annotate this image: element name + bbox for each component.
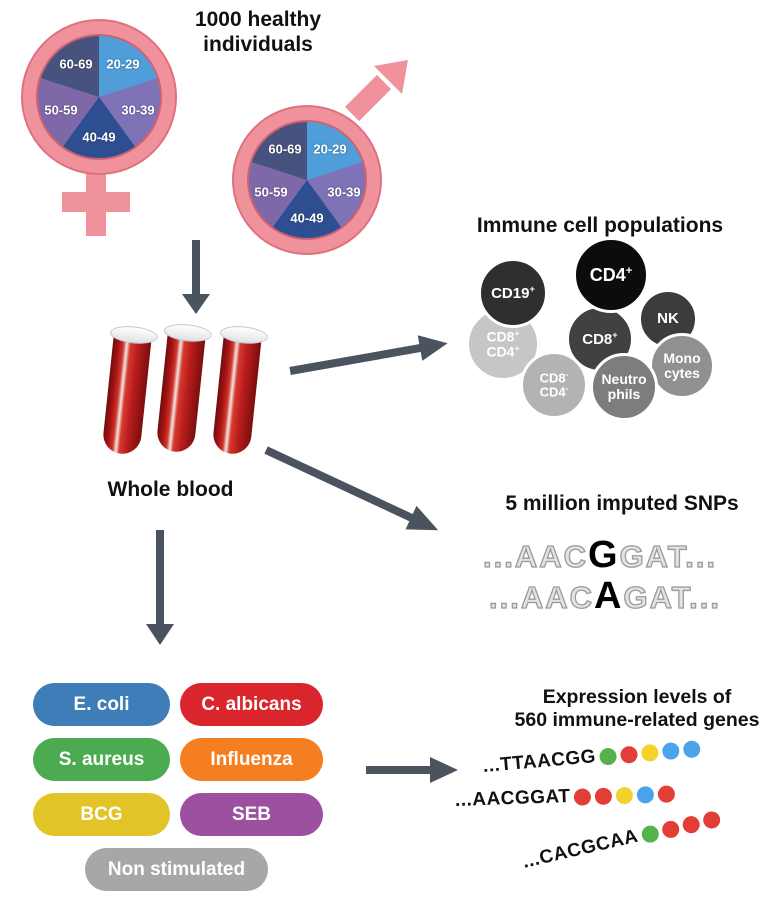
age-label: 50-59	[254, 184, 288, 200]
snp-variant-allele: G	[588, 534, 620, 576]
age-label: 40-49	[82, 129, 116, 145]
arrow-blood-to-cells	[289, 335, 448, 375]
male-age-pie: 20-29 30-39 40-49 50-59 60-69	[247, 120, 367, 240]
age-label: 60-69	[59, 56, 93, 72]
snp-variant-allele: A	[594, 575, 624, 617]
female-symbol-crossbar	[62, 192, 130, 212]
age-label: 20-29	[106, 56, 140, 72]
immune-cells-title: Immune cell populations	[476, 214, 724, 237]
cell-cd4: CD4+	[573, 237, 649, 313]
stimulus-pill-ecoli: E. coli	[33, 683, 170, 726]
whole-blood-label: Whole blood	[107, 478, 234, 501]
expression-dot	[660, 818, 681, 840]
expression-dot	[620, 744, 639, 764]
stimulus-pill-aureus: S. aureus	[33, 738, 170, 781]
expression-dot	[682, 739, 702, 758]
tube-blood	[155, 330, 206, 454]
male-symbol-ring: 20-29 30-39 40-49 50-59 60-69	[232, 105, 382, 255]
expression-dot	[599, 746, 618, 766]
expression-dot	[658, 784, 676, 803]
tube-blood	[211, 332, 262, 456]
tube-blood	[101, 332, 152, 456]
snp-sequence-1: ...AACGGAT...	[482, 534, 718, 576]
blood-tube-icon	[211, 323, 269, 457]
expression-dot	[701, 809, 722, 830]
immune-cell-cluster: CD8+ CD4+ CD19+ NK Mono cytes CD8+ CD8- …	[466, 237, 730, 433]
arrow-blood-to-stimuli	[146, 530, 174, 645]
age-label: 30-39	[121, 102, 155, 118]
cell-neutrophils: Neutro phils	[590, 353, 658, 421]
age-label: 20-29	[313, 141, 347, 157]
expression-dot	[616, 786, 634, 804]
expression-dot	[595, 787, 613, 805]
male-arrow-icon	[344, 60, 408, 122]
female-age-pie: 20-29 30-39 40-49 50-59 60-69	[36, 34, 162, 160]
expression-dot	[639, 823, 661, 844]
expression-title: Expression levels of 560 immune-related …	[514, 686, 760, 731]
arrow-cohort-to-blood	[182, 240, 210, 314]
expression-dot	[661, 741, 681, 760]
stimulus-pill-seb: SEB	[180, 793, 323, 836]
gene-sequence-row: ...CACGCAA	[521, 807, 723, 874]
stimulus-pill-albicans: C. albicans	[180, 683, 323, 726]
age-label: 50-59	[44, 102, 78, 118]
snps-title: 5 million imputed SNPs	[505, 492, 739, 515]
gene-sequence-row: ...TTAACGG	[482, 737, 702, 778]
expression-dot	[574, 787, 592, 806]
blood-tube-icon	[101, 323, 159, 457]
expression-dot	[641, 743, 660, 762]
cohort-title: 1000 healthy individuals	[194, 8, 322, 56]
stimulus-pill-nonstim: Non stimulated	[85, 848, 268, 891]
expression-dot	[637, 785, 655, 804]
snp-sequence-2: ...AACAGAT...	[488, 575, 721, 617]
age-label: 60-69	[268, 141, 302, 157]
expression-dot	[680, 814, 702, 835]
stimulus-pill-influenza: Influenza	[180, 738, 323, 781]
blood-tube-icon	[155, 321, 213, 455]
stimulus-pill-bcg: BCG	[33, 793, 170, 836]
cell-cd8neg-cd4neg: CD8- CD4-	[520, 351, 588, 419]
arrow-stimuli-to-expression	[366, 757, 458, 783]
cell-cd19: CD19+	[478, 258, 548, 328]
gene-sequence-row: ...AACGGAT	[455, 782, 676, 812]
cell-monocytes: Mono cytes	[649, 333, 715, 399]
age-label: 40-49	[290, 210, 324, 226]
age-label: 30-39	[327, 184, 361, 200]
arrow-blood-to-snps	[264, 446, 439, 531]
female-symbol-ring: 20-29 30-39 40-49 50-59 60-69	[21, 19, 177, 175]
